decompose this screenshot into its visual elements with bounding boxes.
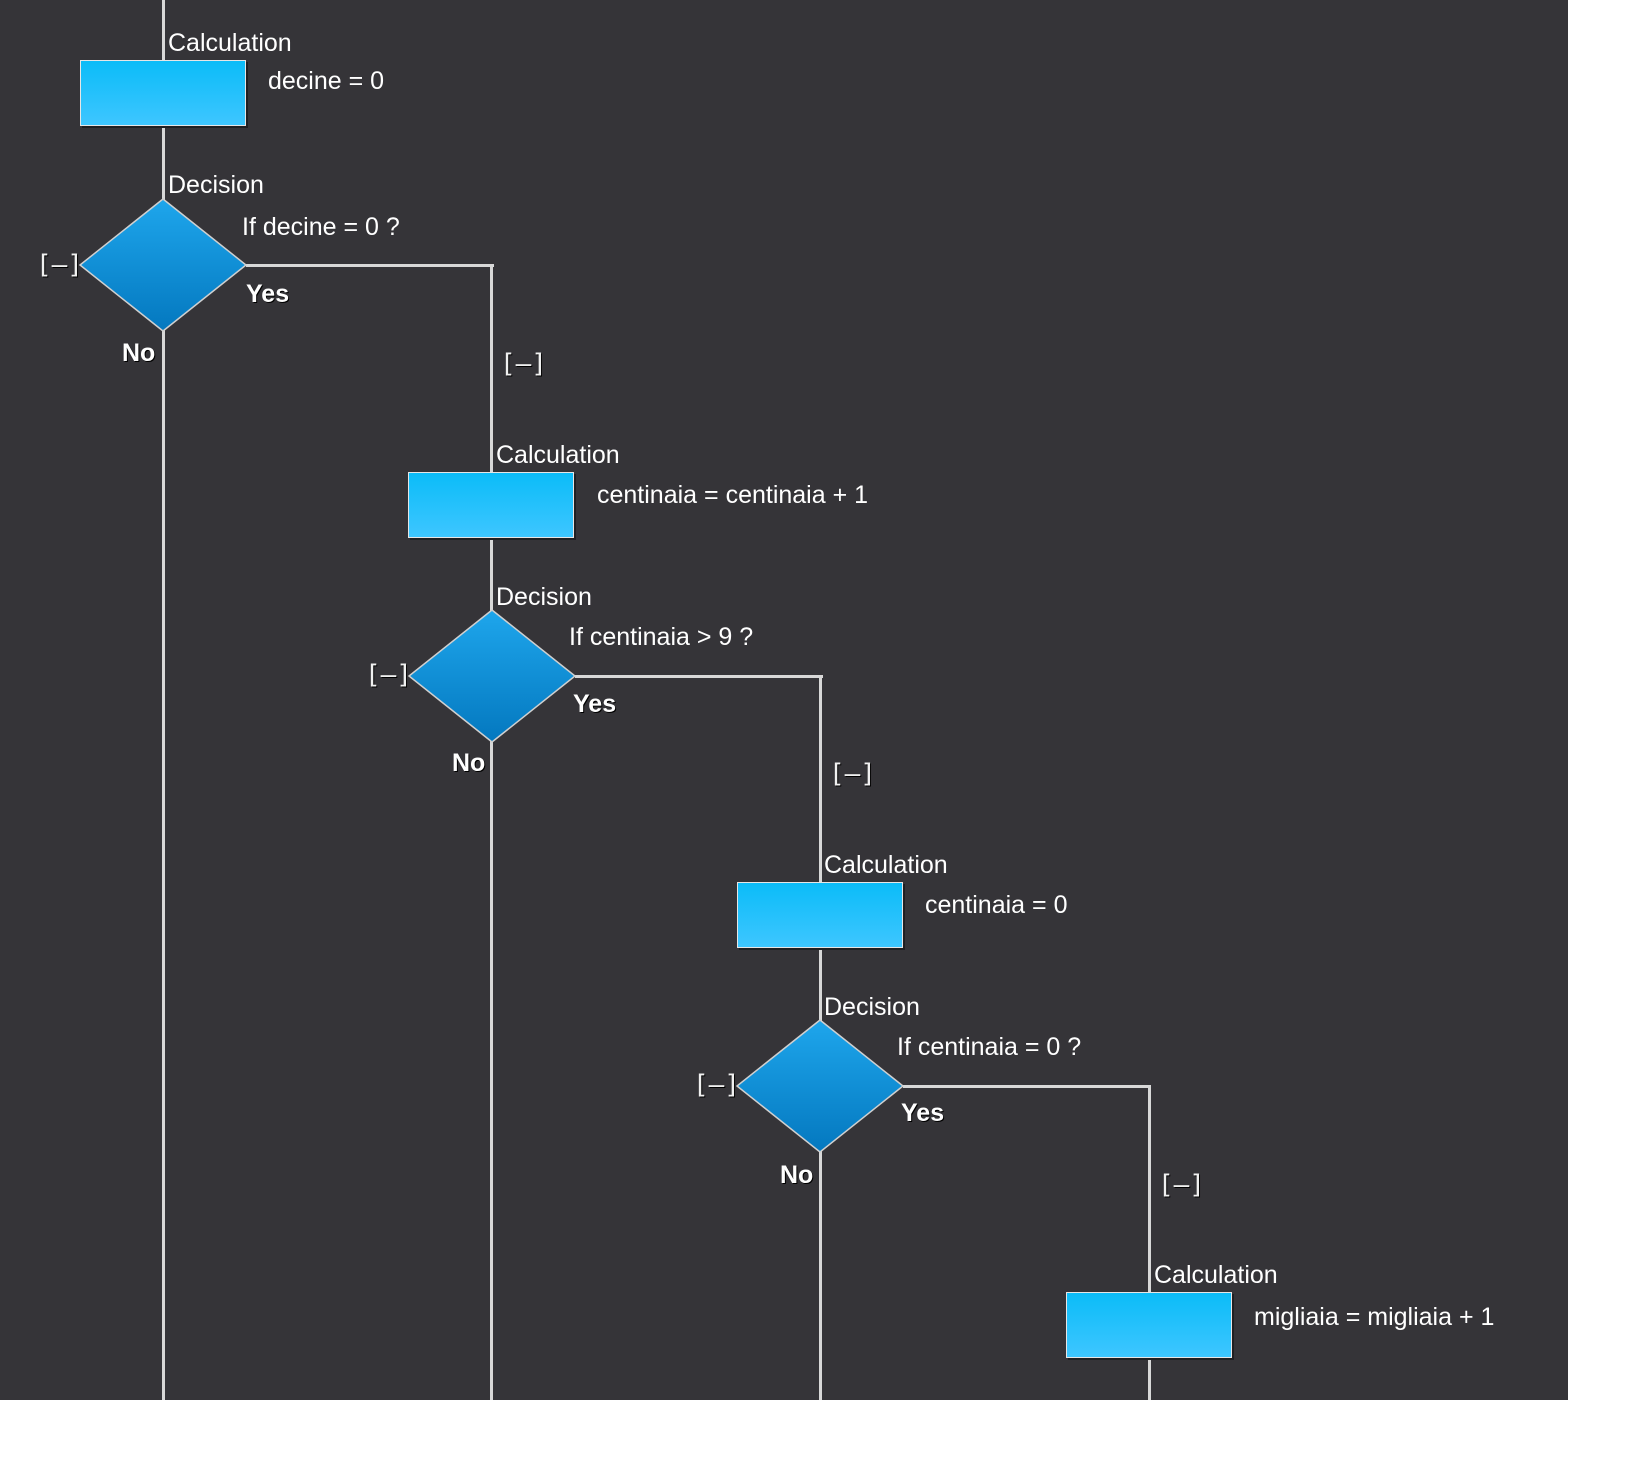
decision-diamond-shape: [735, 1019, 905, 1153]
calculation-type-label: Calculation: [824, 851, 948, 879]
calculation-type-label: Calculation: [496, 441, 620, 469]
decision-block[interactable]: [78, 197, 248, 333]
calculation-block[interactable]: [1066, 1292, 1232, 1358]
decision-condition: If centinaia = 0 ?: [897, 1033, 1082, 1061]
calculation-block[interactable]: [408, 472, 574, 538]
connector-branch-3: [1148, 1085, 1151, 1400]
decision-condition: If centinaia > 9 ?: [569, 623, 754, 651]
connector-branch-1: [490, 264, 493, 1400]
decision-diamond-shape: [407, 609, 577, 743]
flowchart-canvas: Calculation decine = 0 Decision If decin…: [0, 0, 1568, 1400]
connector-yes-1: [246, 264, 494, 267]
connector-yes-2: [575, 675, 823, 678]
decision-type-label: Decision: [168, 171, 264, 199]
connector-yes-3: [903, 1085, 1151, 1088]
branch-collapse-toggle[interactable]: [–]: [500, 349, 547, 379]
collapse-toggle[interactable]: [–]: [693, 1070, 740, 1100]
yes-label: Yes: [573, 690, 617, 718]
decision-type-label: Decision: [496, 583, 592, 611]
branch-collapse-toggle[interactable]: [–]: [1158, 1170, 1205, 1200]
decision-block[interactable]: [407, 608, 577, 744]
decision-condition: If decine = 0 ?: [242, 213, 400, 241]
no-label: No: [780, 1161, 814, 1189]
decision-block[interactable]: [735, 1018, 905, 1154]
no-label: No: [122, 339, 156, 367]
decision-diamond-shape: [78, 198, 248, 332]
calculation-type-label: Calculation: [168, 29, 292, 57]
calculation-expression: migliaia = migliaia + 1: [1254, 1303, 1495, 1331]
collapse-toggle[interactable]: [–]: [365, 660, 412, 690]
calculation-type-label: Calculation: [1154, 1261, 1278, 1289]
branch-collapse-toggle[interactable]: [–]: [829, 759, 876, 789]
calculation-expression: centinaia = centinaia + 1: [597, 481, 869, 509]
collapse-toggle[interactable]: [–]: [36, 250, 83, 280]
calculation-expression: centinaia = 0: [925, 891, 1068, 919]
calculation-block[interactable]: [737, 882, 903, 948]
calculation-expression: decine = 0: [268, 67, 385, 95]
decision-type-label: Decision: [824, 993, 920, 1021]
yes-label: Yes: [246, 280, 290, 308]
connector-main: [162, 0, 165, 1400]
no-label: No: [452, 749, 486, 777]
calculation-block[interactable]: [80, 60, 246, 126]
yes-label: Yes: [901, 1099, 945, 1127]
